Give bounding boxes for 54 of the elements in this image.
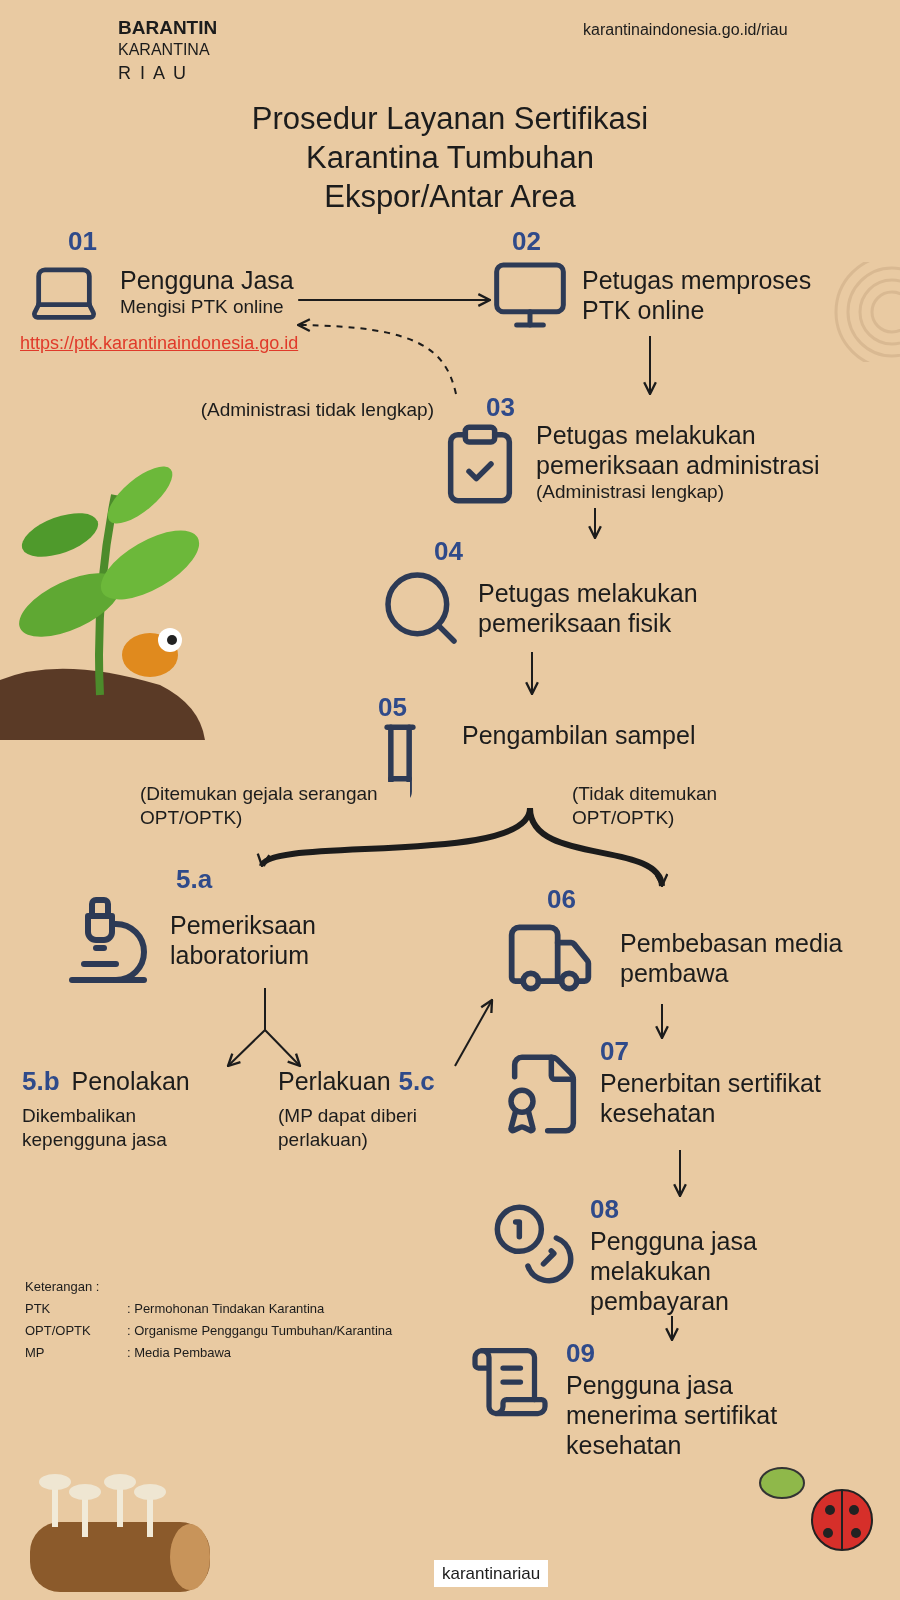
step-number: 5.a xyxy=(176,866,213,892)
step-title: Pemeriksaan laboratorium xyxy=(170,910,317,970)
edge-label: (Ditemukan gejala serangan OPT/OPTK) xyxy=(140,782,410,830)
glossary-text: : Organisme Penggangu Tumbuhan/Karantina xyxy=(127,1324,393,1337)
agency-name: KARANTINA xyxy=(118,42,210,58)
arrow xyxy=(297,318,457,395)
arrow xyxy=(673,1149,687,1198)
step-title: Perlakuan xyxy=(278,1066,391,1096)
step-number: 08 xyxy=(590,1196,620,1222)
link: https://ptk.karantinaindonesia.go.id xyxy=(20,332,299,355)
step-title: Pengguna jasa melakukan pembayaran xyxy=(590,1226,758,1316)
glossary-text: OPT/OPTK xyxy=(25,1324,91,1337)
arrow xyxy=(525,651,539,696)
step-number: 03 xyxy=(486,394,515,420)
step-title: Petugas melakukan pemeriksaan fisik xyxy=(478,578,699,638)
step-number: 04 xyxy=(434,538,463,564)
step-note: Dikembalikan kepengguna jasa xyxy=(22,1104,168,1152)
arrow xyxy=(297,293,492,307)
website-url: karantinaindonesia.go.id/riau xyxy=(583,22,788,38)
agency-name: BARANTIN xyxy=(118,18,218,37)
arrow xyxy=(527,807,666,888)
step-number: 07 xyxy=(600,1038,630,1064)
step-note: Mengisi PTK online xyxy=(120,295,285,319)
arrow xyxy=(588,507,602,540)
step-title: Pengambilan sampel xyxy=(462,720,697,750)
glossary-text: : Media Pembawa xyxy=(127,1346,232,1359)
step-title: Pengguna Jasa xyxy=(120,265,294,296)
glossary-text: PTK xyxy=(25,1302,51,1315)
step-number: 02 xyxy=(512,228,541,254)
step-title: Penerbitan sertifikat kesehatan xyxy=(600,1068,822,1128)
step-title: Penolakan xyxy=(71,1066,190,1096)
glossary-text: : Permohonan Tindakan Karantina xyxy=(127,1302,325,1315)
arrow xyxy=(454,998,494,1067)
step-note: (Administrasi lengkap) xyxy=(536,480,725,504)
glossary-text: Keterangan : xyxy=(25,1280,100,1293)
social-handle: karantinariau xyxy=(434,1560,549,1587)
step-note: (MP dapat diberi perlakuan) xyxy=(278,1104,419,1152)
step-number: 09 xyxy=(566,1340,596,1366)
glossary-text: MP xyxy=(25,1346,45,1359)
step-number: 06 xyxy=(547,886,576,912)
arrow xyxy=(643,335,657,396)
arrow xyxy=(665,1315,679,1342)
arrow xyxy=(655,1003,669,1040)
step-number: 01 xyxy=(68,228,97,254)
step-title: Pembebasan media pembawa xyxy=(620,928,844,988)
step-title: Petugas memproses PTK online xyxy=(582,265,813,325)
step-title: Petugas melakukan pemeriksaan administrasi xyxy=(536,420,821,480)
step-title: Pengguna jasa menerima sertifikat kesehatan xyxy=(566,1370,779,1460)
step-number: 5.b xyxy=(22,1068,60,1094)
arrow xyxy=(264,987,302,1068)
step-number: 05 xyxy=(378,694,407,720)
agency-name: R I A U xyxy=(118,64,189,82)
title: Prosedur Layanan Sertifikasi Karantina Tumbuhan Ekspor/Antar Area xyxy=(250,100,650,216)
step-number: 5.c xyxy=(398,1068,435,1094)
